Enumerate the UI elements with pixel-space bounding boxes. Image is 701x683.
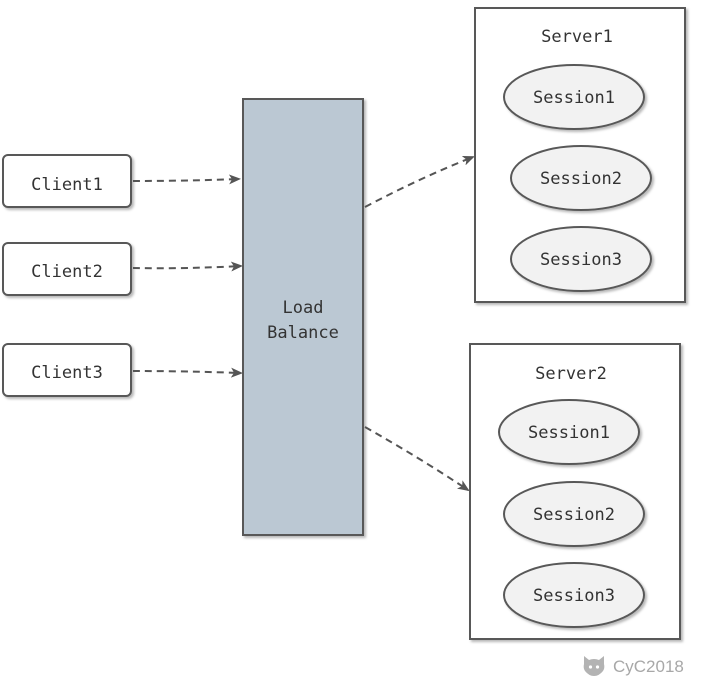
session-label: Session1: [528, 423, 610, 443]
session-label: Session3: [533, 586, 615, 606]
watermark: CyC2018: [583, 656, 684, 676]
client-label: Client2: [31, 262, 103, 282]
client-label: Client3: [31, 363, 103, 383]
server-title: Server1: [541, 27, 613, 47]
session-label: Session1: [533, 88, 615, 108]
lb-to-server2-arrow: [364, 426, 470, 492]
server-node-2: Server2 Session1 Session2 Session3: [469, 343, 681, 640]
session-node: Session3: [503, 562, 645, 628]
server-node-1: Server1 Session1 Session2 Session3: [474, 7, 686, 303]
session-label: Session2: [533, 505, 615, 525]
client-label: Client1: [31, 175, 103, 195]
client1-to-lb-arrow: [132, 174, 241, 185]
session-node: Session2: [510, 145, 652, 211]
lb-to-server1-arrow: [364, 156, 475, 208]
client-node-3: Client3: [2, 343, 132, 397]
watermark-text: CyC2018: [613, 657, 684, 676]
session-label: Session2: [540, 169, 622, 189]
session-label: Session3: [540, 250, 622, 270]
load-balancer-node: Load Balance: [242, 98, 364, 536]
load-balancer-label-line1: Load: [283, 298, 324, 318]
github-cat-icon: [583, 656, 605, 676]
client3-to-lb-arrow: [132, 367, 243, 378]
server-title: Server2: [535, 364, 607, 384]
session-node: Session1: [503, 64, 645, 130]
session-node: Session3: [510, 226, 652, 292]
session-node: Session1: [498, 399, 640, 465]
load-balancer-label-line2: Balance: [267, 323, 339, 343]
client-node-2: Client2: [2, 242, 132, 296]
session-node: Session2: [503, 481, 645, 547]
client2-to-lb-arrow: [132, 261, 243, 272]
client-node-1: Client1: [2, 154, 132, 208]
